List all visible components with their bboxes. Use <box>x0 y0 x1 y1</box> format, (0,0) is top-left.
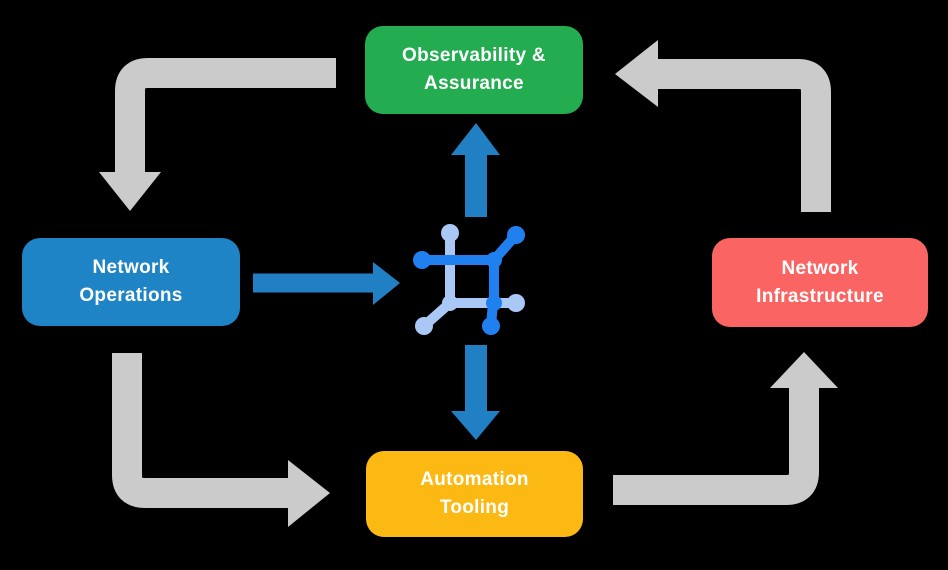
mesh-dot-left <box>413 251 431 269</box>
mesh-node-bl <box>442 295 458 311</box>
arrow-elbow <box>112 353 288 508</box>
node-network-infrastructure: Network Infrastructure <box>712 238 928 327</box>
mesh-terminals <box>413 224 525 335</box>
network-mesh-icon <box>413 224 525 335</box>
node-automation-tooling: Automation Tooling <box>366 451 583 537</box>
arrow-operations-to-automation <box>112 353 330 527</box>
node-label: Network Operations <box>79 257 183 306</box>
arrow-elbow <box>658 59 831 212</box>
mesh-node-tr <box>486 252 502 268</box>
mesh-dot-bottom <box>482 317 500 335</box>
mesh-node-br <box>486 295 502 311</box>
node-label: Observability & Assurance <box>402 45 546 94</box>
arrow-observability-to-operations <box>99 58 336 211</box>
arrowhead-up-icon <box>770 352 838 388</box>
arrowhead-down-icon <box>451 411 500 440</box>
node-network-operations: Network Operations <box>22 238 240 326</box>
node-label: Automation Tooling <box>420 469 529 518</box>
arrowhead-right-icon <box>288 460 330 527</box>
arrowhead-right-icon <box>373 262 400 305</box>
arrow-elbow <box>115 58 336 172</box>
arrow-center-to-observability <box>451 123 500 217</box>
mesh-dot-top <box>441 224 459 242</box>
node-observability-assurance: Observability & Assurance <box>365 26 583 114</box>
arrow-elbow <box>613 388 819 505</box>
arrowhead-down-icon <box>99 172 161 211</box>
mesh-dot-right <box>507 294 525 312</box>
node-label: Network Infrastructure <box>756 257 884 307</box>
arrow-automation-to-infrastructure <box>613 352 838 505</box>
arrow-operations-to-center <box>253 262 400 305</box>
mesh-dot-bottom-left <box>415 317 433 335</box>
mesh-dot-top-right <box>507 226 525 244</box>
arrowhead-left-icon <box>615 40 658 107</box>
arrow-infrastructure-to-observability <box>615 40 831 212</box>
arrow-center-to-automation <box>451 345 500 440</box>
arrowhead-up-icon <box>451 123 500 155</box>
